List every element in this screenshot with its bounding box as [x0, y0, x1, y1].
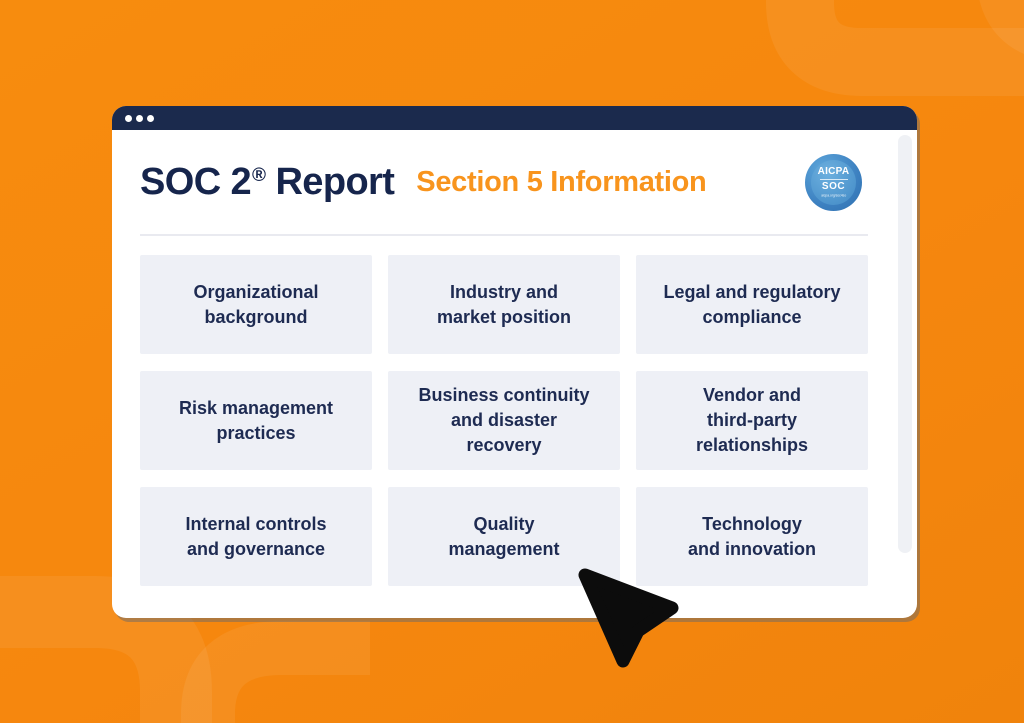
browser-window: SOC 2 ® Report Section 5 Information AIC… — [112, 106, 917, 618]
topic-card-technology-innovation[interactable]: Technology and innovation — [636, 487, 868, 586]
topic-card-internal-controls-governance[interactable]: Internal controls and governance — [140, 487, 372, 586]
topic-card-quality-management[interactable]: Quality management — [388, 487, 620, 586]
badge-divider — [819, 178, 848, 180]
page-title: SOC 2 ® Report — [140, 160, 395, 204]
header-divider — [140, 234, 868, 236]
topic-card-label: Quality management — [448, 513, 560, 559]
window-titlebar — [112, 106, 917, 130]
topic-card-business-continuity-disaster-recovery[interactable]: Business continuity and disaster recover… — [388, 371, 620, 470]
aicpa-soc-badge-icon: AICPA SOC aicpa.org/soc4so — [805, 154, 862, 211]
topic-card-legal-regulatory-compliance[interactable]: Legal and regulatory compliance — [636, 255, 868, 354]
topic-card-label: Vendor and third-party relationships — [695, 385, 809, 455]
topic-grid: Organizational background Industry and m… — [140, 255, 868, 586]
topic-card-industry-market-position[interactable]: Industry and market position — [388, 255, 620, 354]
topic-card-organizational-background[interactable]: Organizational background — [140, 255, 372, 354]
topic-card-vendor-third-party-relationships[interactable]: Vendor and third-party relationships — [636, 371, 868, 470]
scrollbar-track[interactable] — [898, 135, 912, 553]
aicpa-soc-badge-inner: AICPA SOC aicpa.org/soc4so — [811, 160, 856, 205]
topic-card-label: Technology and innovation — [688, 513, 816, 559]
topic-card-label: Risk management practices — [178, 397, 334, 443]
window-control-dot[interactable] — [147, 114, 154, 122]
topic-card-label: Business continuity and disaster recover… — [418, 385, 590, 455]
badge-soc-text: SOC — [821, 180, 846, 192]
window-control-dot[interactable] — [136, 114, 143, 122]
topic-card-label: Internal controls and governance — [185, 513, 327, 559]
section-subtitle: Section 5 Information — [416, 165, 707, 198]
badge-micro-text: aicpa.org/soc4so — [821, 193, 846, 198]
topic-card-risk-management-practices[interactable]: Risk management practices — [140, 371, 372, 470]
topic-card-label: Legal and regulatory compliance — [663, 281, 841, 327]
topic-card-label: Organizational background — [193, 281, 319, 327]
cursor-pointer-icon — [578, 568, 679, 668]
title-main: SOC 2 — [140, 160, 252, 203]
registered-mark: ® — [252, 164, 266, 186]
window-control-dot[interactable] — [125, 114, 132, 122]
window-body: SOC 2 ® Report Section 5 Information AIC… — [112, 130, 917, 586]
title-rest: Report — [275, 160, 395, 203]
badge-org-text: AICPA — [817, 165, 850, 177]
topic-card-label: Industry and market position — [436, 281, 572, 327]
report-header: SOC 2 ® Report Section 5 Information AIC… — [140, 130, 868, 234]
